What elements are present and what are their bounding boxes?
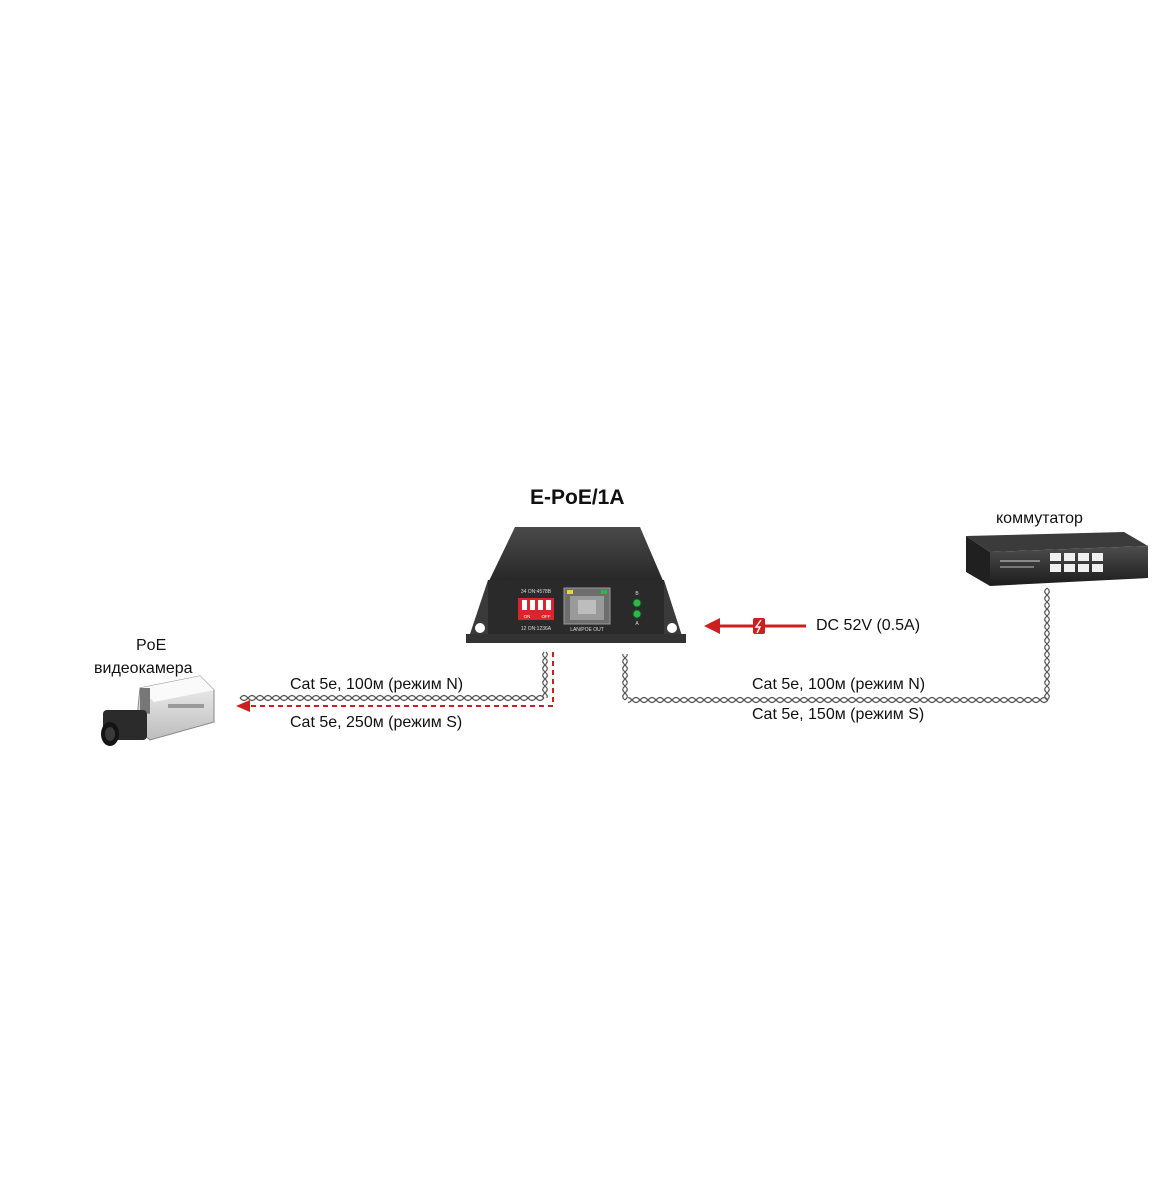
power-arrow-head — [236, 700, 250, 712]
dc-power-arrow — [704, 618, 806, 634]
camera-label-line2: видеокамера — [94, 660, 193, 677]
switch-link-n-label: Cat 5e, 100м (режим N) — [752, 676, 926, 693]
led-a — [632, 609, 642, 619]
dip-bottom-label: 12 ON:1236A — [521, 626, 552, 632]
switch-link-s-label: Cat 5e, 150м (режим S) — [752, 706, 925, 723]
camera-label-line1: PoE — [136, 637, 167, 654]
camera-icon — [101, 675, 215, 746]
switch-label: коммутатор — [996, 510, 1083, 527]
mount-hole-right — [667, 623, 677, 633]
port-label: LAN/POE OUT — [570, 627, 604, 633]
rj45-port — [563, 587, 611, 625]
led-b-label: B — [635, 591, 639, 597]
network-switch-icon — [966, 532, 1148, 586]
poe-power-path — [236, 652, 554, 712]
led-a-label: A — [635, 621, 639, 627]
led-b — [632, 598, 642, 608]
dip-off-label: OFF — [542, 614, 551, 619]
camera-link-s-label: Cat 5e, 250м (режим S) — [290, 714, 463, 731]
device-title: E-PoE/1A — [530, 486, 625, 509]
cable-camera — [239, 651, 548, 702]
cable-switch — [622, 587, 1050, 704]
dip-on-label: ON — [524, 614, 531, 619]
mount-hole-left — [475, 623, 485, 633]
camera-link-n-label: Cat 5e, 100м (режим N) — [290, 676, 464, 693]
poe-extender-device: 34 ON:4578B 12 ON:1236A ON OFF LAN/POE O… — [466, 527, 686, 643]
lightning-icon — [753, 618, 765, 634]
dip-top-label: 34 ON:4578B — [521, 589, 552, 595]
power-label: DC 52V (0.5A) — [816, 617, 921, 634]
